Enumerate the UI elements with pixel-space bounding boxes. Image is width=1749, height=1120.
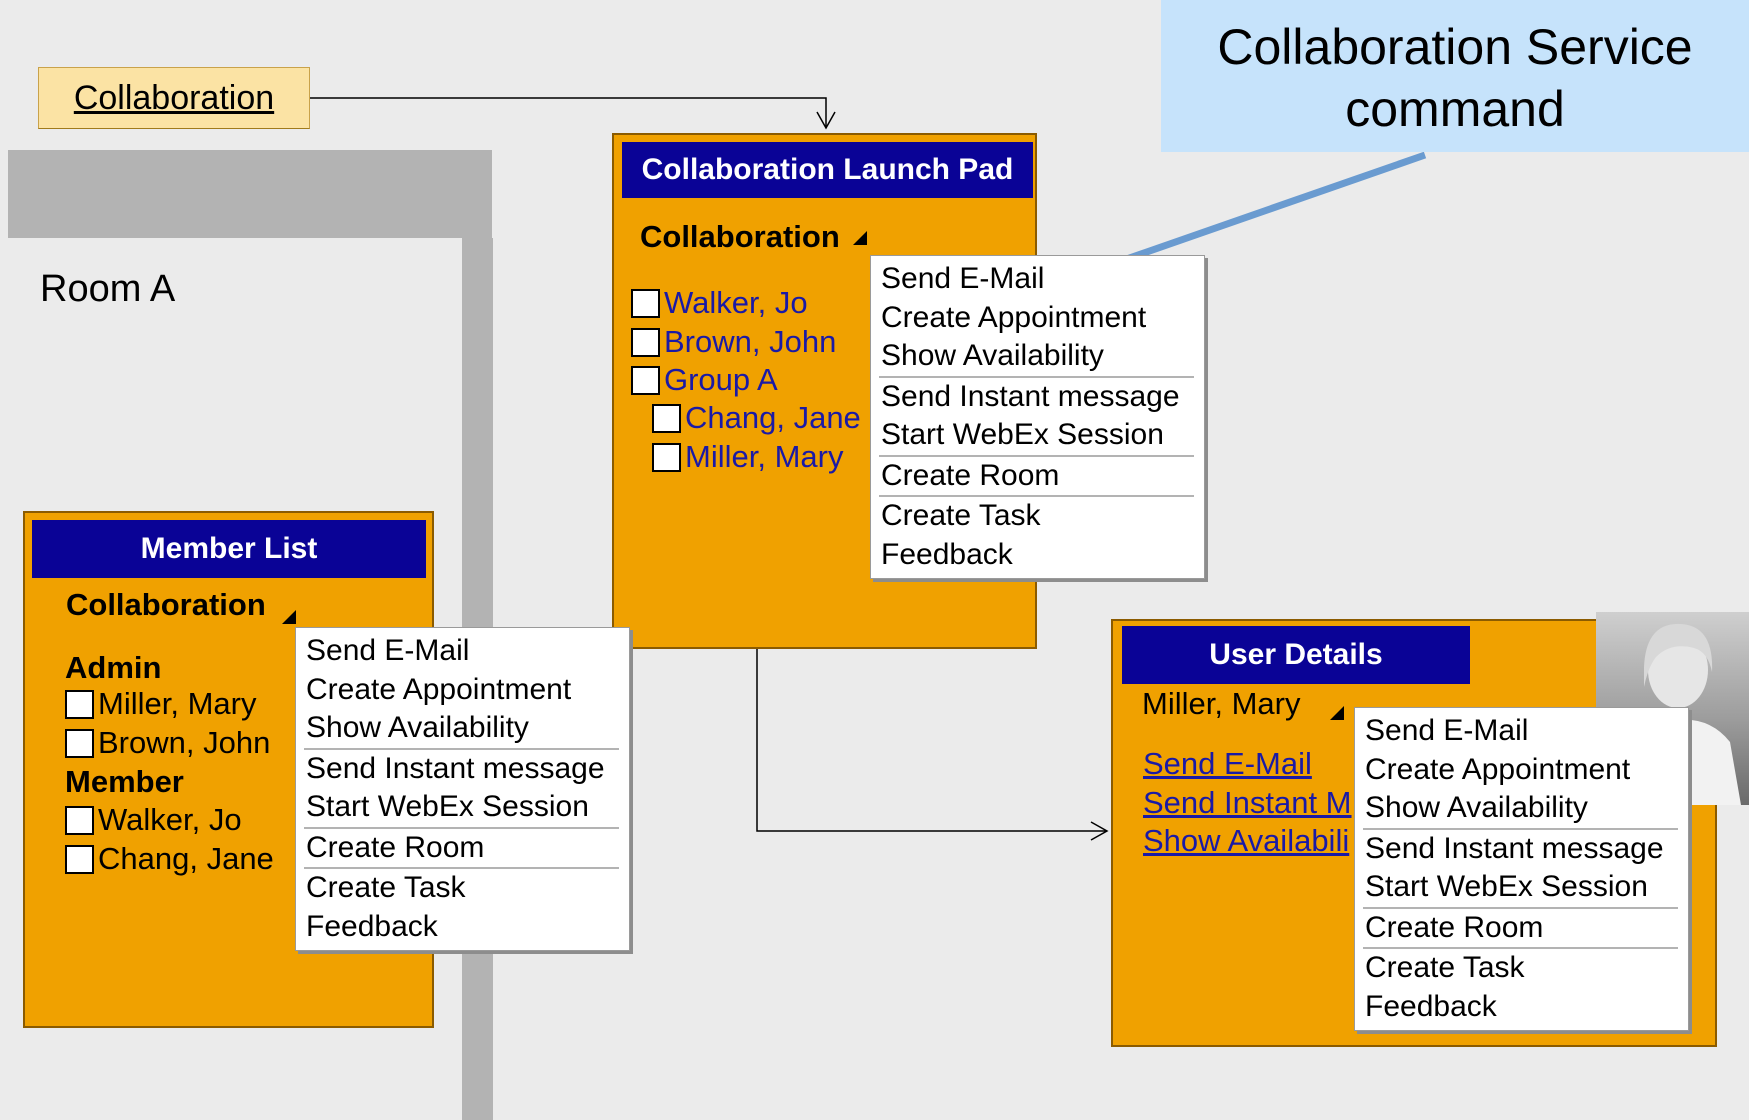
group-label-member: Member — [65, 764, 184, 799]
user-details-title: User Details — [1122, 626, 1470, 684]
checkbox-icon[interactable] — [652, 403, 681, 433]
checkbox-icon[interactable] — [65, 805, 94, 835]
launch-pad-collaboration-menu[interactable]: Collaboration — [640, 219, 840, 254]
group-label-admin: Admin — [65, 650, 162, 685]
member-list-item-label: Miller, Mary — [98, 686, 257, 721]
dropdown-triangle-icon — [853, 231, 867, 245]
launch-pad-context-menu: Send E-Mail Create Appointment Show Avai… — [870, 255, 1205, 579]
link-send-instant-message[interactable]: Send Instant M — [1143, 784, 1352, 820]
checkbox-icon[interactable] — [631, 365, 660, 395]
room-title: Room A — [40, 268, 176, 310]
member-list-item-label: Walker, Jo — [98, 802, 242, 837]
menu-item-create-room[interactable]: Create Room — [1365, 910, 1544, 944]
menu-item-create-appointment[interactable]: Create Appointment — [1365, 752, 1631, 786]
checkbox-icon[interactable] — [65, 728, 94, 758]
menu-separator — [304, 747, 619, 750]
checkbox-icon[interactable] — [631, 288, 660, 318]
checkbox-icon[interactable] — [631, 327, 660, 357]
link-show-availability[interactable]: Show Availabili — [1143, 823, 1350, 858]
member-list-context-menu: Send E-Mail Create Appointment Show Avai… — [295, 627, 630, 951]
menu-item-feedback[interactable]: Feedback — [881, 537, 1013, 571]
checkbox-icon[interactable] — [652, 442, 681, 472]
menu-separator — [1363, 827, 1678, 830]
callout-box: Collaboration Service command — [1161, 0, 1749, 152]
dropdown-triangle-icon — [282, 610, 296, 624]
menu-item-show-availability[interactable]: Show Availability — [881, 339, 1104, 372]
menu-item-send-email[interactable]: Send E-Mail — [1365, 714, 1529, 747]
member-list-item[interactable]: Walker, Jo — [65, 801, 242, 839]
member-list-collaboration-menu[interactable]: Collaboration — [66, 587, 266, 622]
launch-pad-item-label: Walker, Jo — [664, 285, 808, 320]
launch-pad-item-label: Group A — [664, 362, 778, 397]
launch-pad-item[interactable]: Chang, Jane — [652, 399, 861, 437]
launch-pad-item[interactable]: Walker, Jo — [631, 284, 808, 322]
menu-item-feedback[interactable]: Feedback — [306, 909, 438, 943]
member-list-item-label: Brown, John — [98, 725, 271, 760]
menu-item-create-task[interactable]: Create Task — [306, 871, 466, 904]
checkbox-icon[interactable] — [65, 844, 94, 874]
menu-item-start-webex-session[interactable]: Start WebEx Session — [1365, 870, 1648, 903]
callout-line-1: Collaboration Service — [1217, 19, 1693, 75]
menu-separator — [879, 375, 1194, 378]
launch-pad-item-label: Chang, Jane — [685, 400, 861, 435]
collaboration-link-button[interactable]: Collaboration — [38, 67, 310, 129]
launch-pad-item[interactable]: Brown, John — [631, 323, 836, 361]
menu-item-create-task[interactable]: Create Task — [881, 499, 1041, 532]
user-actions: Send E-Mail Send Instant M Show Availabi… — [1143, 745, 1353, 861]
menu-separator — [304, 826, 619, 829]
menu-item-create-room[interactable]: Create Room — [881, 458, 1060, 492]
member-list-item-label: Chang, Jane — [98, 841, 274, 876]
dropdown-triangle-icon — [1330, 706, 1344, 720]
menu-item-create-appointment[interactable]: Create Appointment — [881, 300, 1147, 334]
member-list-item[interactable]: Miller, Mary — [65, 685, 256, 723]
user-details-context-menu: Send E-Mail Create Appointment Show Avai… — [1354, 707, 1689, 1031]
user-name: Miller, Mary — [1142, 686, 1301, 721]
launch-pad-title: Collaboration Launch Pad — [622, 142, 1033, 198]
room-header-bar — [8, 150, 492, 238]
menu-item-start-webex-session[interactable]: Start WebEx Session — [306, 790, 589, 823]
menu-separator — [1363, 906, 1678, 909]
menu-item-send-email[interactable]: Send E-Mail — [306, 634, 470, 667]
launch-pad-item[interactable]: Miller, Mary — [652, 438, 843, 476]
menu-separator — [1363, 947, 1678, 949]
menu-item-feedback[interactable]: Feedback — [1365, 989, 1497, 1023]
menu-item-start-webex-session[interactable]: Start WebEx Session — [881, 418, 1164, 451]
launch-pad-item[interactable]: Group A — [631, 361, 778, 399]
member-list-item[interactable]: Brown, John — [65, 724, 270, 762]
link-send-email[interactable]: Send E-Mail — [1143, 746, 1312, 781]
menu-item-send-instant-message[interactable]: Send Instant message — [881, 379, 1180, 413]
menu-item-create-appointment[interactable]: Create Appointment — [306, 672, 572, 706]
member-list-title: Member List — [32, 520, 426, 578]
launch-pad-item-label: Brown, John — [664, 324, 837, 359]
callout-line-2: command — [1345, 81, 1565, 137]
menu-separator — [879, 495, 1194, 497]
menu-item-send-instant-message[interactable]: Send Instant message — [306, 751, 605, 785]
menu-item-create-task[interactable]: Create Task — [1365, 951, 1525, 984]
menu-item-send-email[interactable]: Send E-Mail — [881, 262, 1045, 295]
launch-pad-item-label: Miller, Mary — [685, 439, 844, 474]
menu-separator — [879, 454, 1194, 457]
menu-item-show-availability[interactable]: Show Availability — [306, 711, 529, 744]
menu-separator — [304, 867, 619, 869]
menu-item-show-availability[interactable]: Show Availability — [1365, 791, 1588, 824]
menu-item-send-instant-message[interactable]: Send Instant message — [1365, 831, 1664, 865]
member-list-item[interactable]: Chang, Jane — [65, 840, 274, 878]
menu-item-create-room[interactable]: Create Room — [306, 830, 485, 864]
checkbox-icon[interactable] — [65, 689, 94, 719]
